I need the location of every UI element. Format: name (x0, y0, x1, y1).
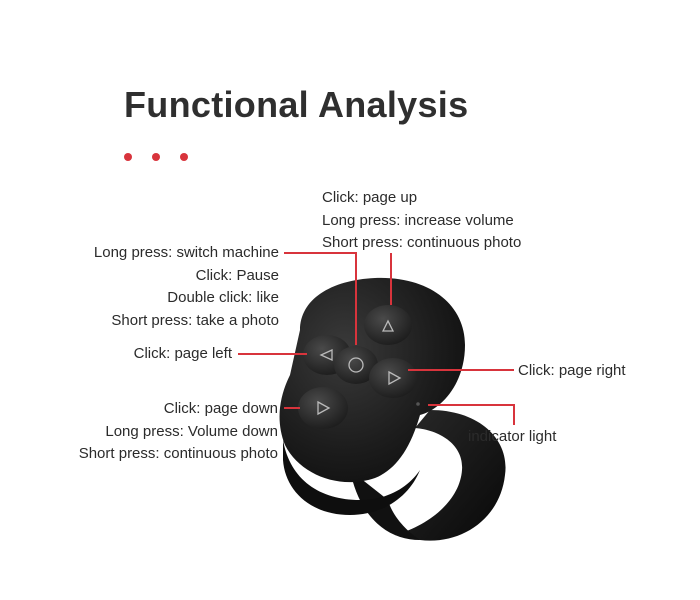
callout-text: Long press: Volume down (105, 422, 278, 440)
dot-1 (124, 153, 132, 161)
callout-text: Click: page up (322, 189, 418, 206)
callout-upper-left: Long press: switch machine Click: Pause … (94, 242, 279, 332)
dot-3 (180, 153, 188, 161)
dot-2 (152, 153, 160, 161)
page-title: Functional Analysis (124, 84, 469, 125)
callout-text: Short press: continuous photo (322, 234, 522, 251)
callout-text: Click: page down (163, 400, 278, 417)
callout-lines (238, 252, 515, 425)
callout-text: Long press: switch machine (93, 244, 279, 261)
button-up[interactable] (364, 305, 412, 345)
button-center[interactable] (334, 346, 378, 384)
callout-text: Double click: like (167, 289, 279, 306)
callout-line-upper-left (284, 252, 357, 345)
decorative-dots (124, 153, 188, 161)
callout-text: indicator light (468, 428, 557, 445)
callout-text: Short press: take a photo (111, 311, 279, 329)
callout-lower-left: Click: page down Long press: Volume down… (79, 398, 278, 466)
button-down[interactable] (298, 387, 348, 429)
indicator-light-dot (416, 402, 420, 406)
callout-text: Long press: increase volume (322, 211, 514, 229)
callout-left: Click: page left (134, 343, 232, 366)
callout-line-indicator (428, 404, 515, 425)
button-right[interactable] (369, 358, 417, 398)
callout-top: Click: page up Long press: increase volu… (322, 187, 521, 255)
callout-text: Click: page right (518, 362, 626, 379)
callout-text: Short press: continuous photo (78, 445, 278, 462)
callout-right: Click: page right (518, 360, 626, 383)
callout-text: Click: Pause (195, 266, 279, 284)
callout-indicator: indicator light (468, 426, 556, 449)
callout-text: Click: page left (133, 345, 232, 362)
